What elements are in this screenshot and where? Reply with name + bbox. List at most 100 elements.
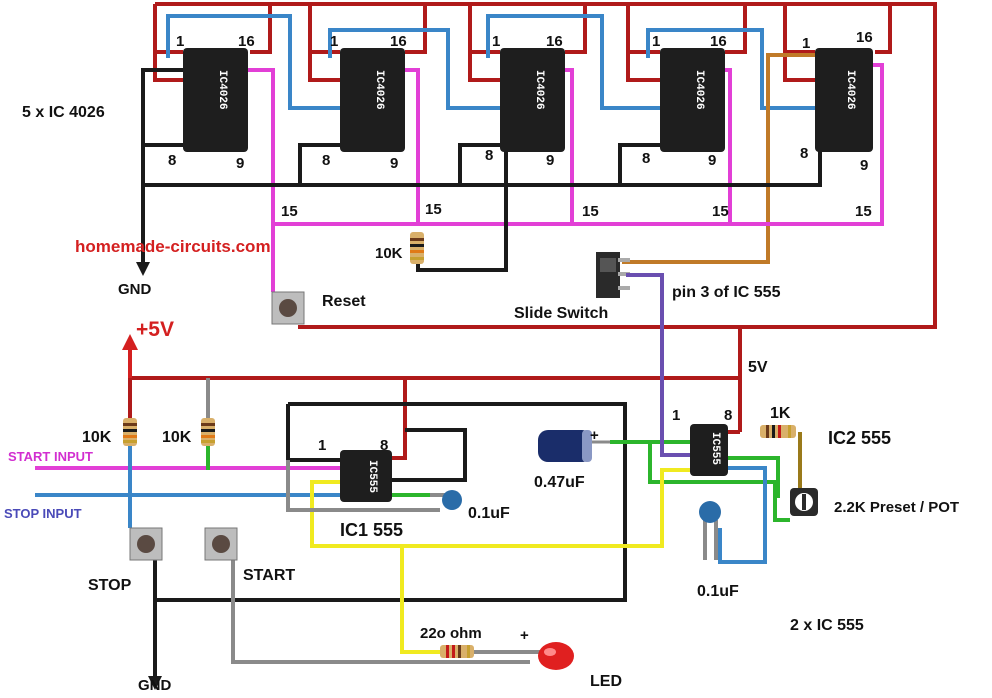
pin-9: 9	[236, 155, 244, 172]
pin-8: 8	[800, 145, 808, 162]
ic4026-chips: IC4026 IC4026 IC4026 IC4026 IC4026	[183, 48, 873, 152]
chip-label: IC4026	[533, 70, 545, 110]
stop-button	[129, 527, 163, 561]
r-10k-top-label: 10K	[375, 245, 403, 262]
wire-red-chip4	[626, 4, 747, 82]
pin-15: 15	[855, 203, 872, 220]
pin-16: 16	[710, 33, 727, 50]
ic1-pin-1: 1	[318, 437, 326, 454]
start-input-label: START INPUT	[8, 449, 93, 464]
wiring-4026-bank	[141, 2, 937, 329]
ic2-label: IC2 555	[828, 428, 891, 448]
pin-labels-4026: 1 16 8 9 15 1 16 8 9 15 1 16 8 9 15 1 16…	[168, 29, 873, 220]
wire-purple-pin3	[626, 273, 690, 457]
cap2-label: 0.47uF	[534, 474, 585, 491]
wire-magenta-reset	[248, 63, 884, 292]
ic4026-count-label: 5 x IC 4026	[22, 104, 105, 121]
start-button	[204, 527, 238, 561]
ic4026-chip-3: IC4026	[500, 48, 565, 152]
wire-black-gnd	[141, 68, 822, 265]
pin-15: 15	[582, 203, 599, 220]
wire-green	[206, 440, 790, 522]
ic2-pin-1: 1	[672, 407, 680, 424]
pin-16: 16	[856, 29, 873, 46]
pin-8: 8	[642, 150, 650, 167]
wire-yellow	[310, 468, 690, 654]
ic4026-chip-1: IC4026	[183, 48, 248, 152]
capacitor-0-1uf-ic2	[699, 501, 721, 560]
r-10k-stop-label: 10K	[82, 429, 112, 446]
wire-blue-right	[718, 466, 767, 564]
v5-label: 5V	[748, 359, 768, 376]
chip-label: IC4026	[373, 70, 385, 110]
slide-switch	[596, 252, 630, 298]
pot-label: 2.2K Preset / POT	[834, 499, 959, 516]
pin-9: 9	[390, 155, 398, 172]
chip-label: IC555	[366, 460, 378, 493]
pin-1: 1	[492, 33, 500, 50]
ic1-555-chip: IC555	[340, 450, 392, 502]
r-1k-label: 1K	[770, 405, 791, 422]
plus5v-label: +5V	[136, 318, 174, 341]
chip-label: IC4026	[216, 70, 228, 110]
gnd-arrow-top	[136, 262, 150, 276]
led-label: LED	[590, 673, 622, 690]
pot-2-2k	[790, 488, 818, 516]
resistor-1k	[760, 425, 796, 438]
wiring-555-section	[35, 273, 802, 680]
wire-gray-bottom	[231, 460, 530, 664]
gnd-top-label: GND	[118, 281, 152, 298]
pin-9: 9	[708, 152, 716, 169]
chip-label: IC555	[709, 432, 721, 465]
pin-15: 15	[712, 203, 729, 220]
slide-switch-label: Slide Switch	[514, 305, 608, 322]
pin-8: 8	[485, 147, 493, 164]
pin-1: 1	[176, 33, 184, 50]
resistor-220	[440, 645, 474, 658]
r-220-label: 22o ohm	[420, 625, 482, 642]
led	[538, 642, 574, 670]
stop-label: STOP	[88, 577, 132, 594]
pin-16: 16	[238, 33, 255, 50]
cap3-label: 0.1uF	[697, 583, 739, 600]
wire-red-chip5	[783, 4, 892, 82]
pin-1: 1	[652, 33, 660, 50]
ic1-pin-8: 8	[380, 437, 388, 454]
wire-orange-switch	[622, 53, 815, 264]
ic2-pin-8: 8	[724, 407, 732, 424]
wire-blue-carry4	[646, 28, 815, 110]
wire-5v-rail	[128, 327, 742, 468]
reset-button	[271, 291, 305, 325]
resistor-10k-reset	[410, 232, 424, 264]
pin-16: 16	[390, 33, 407, 50]
pin-8: 8	[168, 152, 176, 169]
gnd-arrow-bottom	[148, 676, 162, 690]
resistor-10k-stop	[123, 418, 137, 446]
pin-16: 16	[546, 33, 563, 50]
pin-15: 15	[281, 203, 298, 220]
gnd-bottom-label: GND	[138, 677, 172, 694]
wire-blue-carry3	[486, 14, 660, 110]
pin-15: 15	[425, 201, 442, 218]
ic555-count-label: 2 x IC 555	[790, 617, 864, 634]
ic2-555-chip: IC555	[690, 424, 728, 476]
led-plus: +	[520, 627, 529, 644]
website-label: homemade-circuits.com	[75, 237, 271, 256]
pin-1: 1	[330, 33, 338, 50]
chip-label: IC4026	[844, 70, 856, 110]
ic4026-chip-4: IC4026	[660, 48, 725, 152]
wire-blue-carry1	[166, 14, 340, 110]
cap2-plus: +	[590, 427, 599, 444]
wire-top-red-rail	[155, 2, 937, 329]
stop-input-label: STOP INPUT	[4, 506, 82, 521]
chip-label: IC4026	[693, 70, 705, 110]
reset-label: Reset	[322, 293, 366, 310]
pin-1: 1	[802, 35, 810, 52]
pin-9: 9	[546, 152, 554, 169]
start-label: START	[243, 567, 295, 584]
capacitor-0-47uf	[538, 430, 610, 462]
resistor-10k-start	[201, 418, 215, 446]
pin-9: 9	[860, 157, 868, 174]
ic4026-chip-2: IC4026	[340, 48, 405, 152]
capacitor-0-1uf-ic1	[430, 490, 462, 510]
